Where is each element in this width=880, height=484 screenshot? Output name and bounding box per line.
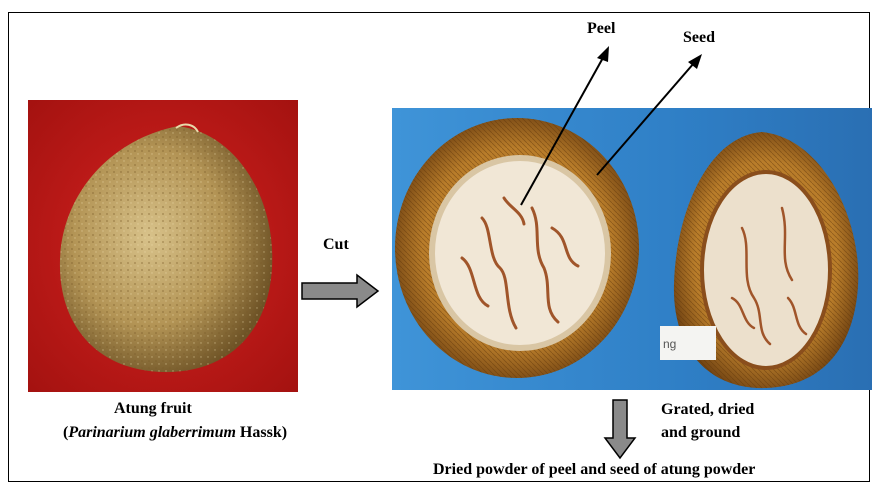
peel-label: Peel — [587, 20, 615, 38]
seed-label: Seed — [683, 29, 715, 47]
grated-label-line1: Grated, dried — [661, 401, 754, 419]
cut-fruit-photo: ng — [392, 108, 872, 390]
species-name: Parinarium glaberrimum — [68, 424, 236, 441]
fruit-species-label: (Parinarium glaberrimum Hassk) — [63, 424, 287, 442]
cut-label: Cut — [323, 236, 349, 254]
powder-label: Dried powder of peel and seed of atung p… — [433, 461, 755, 479]
grated-label-line2: and ground — [661, 424, 740, 442]
atung-fruit-photo — [28, 100, 298, 392]
fruit-name-label: Atung fruit — [114, 400, 192, 418]
photo-sticker-text: ng — [663, 337, 676, 351]
